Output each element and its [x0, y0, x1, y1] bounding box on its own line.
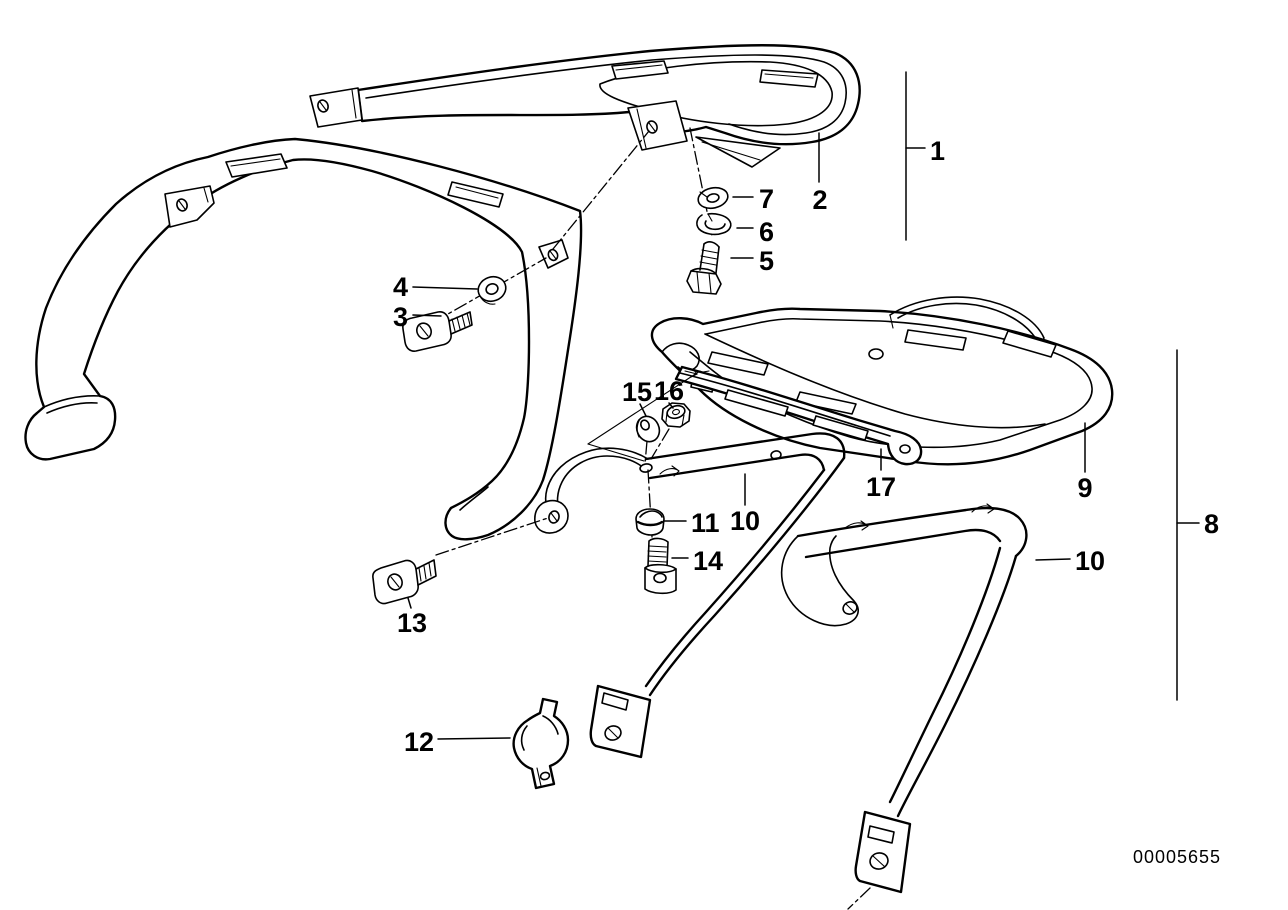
screw-5 [686, 241, 722, 295]
rack-hole [868, 348, 884, 360]
washer-4 [477, 275, 507, 305]
rack-slot [1002, 330, 1057, 358]
trim-rail-slot [759, 69, 819, 88]
trim-rail-bracket [627, 100, 688, 151]
rack-slot [707, 351, 769, 376]
callout-14: 14 [693, 546, 723, 576]
callout-12: 12 [404, 727, 434, 757]
support-bracket-left [534, 432, 846, 759]
callout-10-left: 10 [730, 506, 760, 536]
callout-16: 16 [654, 376, 684, 406]
trim-rail-slot [611, 60, 669, 80]
callout-17: 17 [866, 472, 896, 502]
callout-3: 3 [393, 302, 408, 332]
bracket-clamp-tab [534, 499, 569, 534]
trim-rail-dart [695, 136, 781, 168]
callout-9: 9 [1077, 473, 1092, 503]
washer-7 [697, 186, 729, 210]
bracket-flange [780, 535, 859, 627]
plate-slot [724, 389, 789, 417]
grab-rail [24, 137, 583, 541]
callout-labels: 1 2 3 4 5 6 7 8 9 10 10 11 12 13 14 15 1… [393, 136, 1219, 757]
top-trim-rail [309, 44, 861, 168]
callout-13: 13 [397, 608, 427, 638]
spacer-11 [635, 508, 665, 536]
callout-4: 4 [393, 272, 408, 302]
nut-16 [661, 402, 691, 428]
mounting-plate [674, 365, 923, 466]
callout-5: 5 [759, 246, 774, 276]
set-reference-line-1 [905, 71, 926, 241]
grab-rail-slot [225, 153, 288, 178]
washer-15 [635, 415, 661, 443]
callout-6: 6 [759, 217, 774, 247]
screw-13 [372, 559, 437, 605]
callout-2: 2 [812, 185, 827, 215]
grab-rail-upper-bolt-hole [538, 239, 569, 269]
callout-1: 1 [930, 136, 945, 166]
screw-3 [402, 311, 473, 352]
grab-rail-mount-tab [164, 185, 215, 228]
assembly-axis-lines [433, 127, 871, 910]
rack-slot [795, 391, 857, 415]
bracket-foot [854, 810, 912, 894]
image-number: 00005655 [1133, 847, 1221, 867]
bracket-foot [589, 684, 652, 759]
luggage-rack [650, 296, 1114, 466]
trim-rail-mount-tab [309, 87, 363, 128]
callout-10-right: 10 [1075, 546, 1105, 576]
support-bracket-right [780, 503, 1028, 894]
grab-rail-slot [447, 181, 504, 208]
callout-leader-lines [407, 132, 1086, 740]
screw-14 [644, 537, 677, 595]
set-reference-line-8 [1176, 349, 1200, 701]
callout-15: 15 [622, 377, 652, 407]
callout-7: 7 [759, 184, 774, 214]
rack-slot [904, 329, 967, 351]
callout-8: 8 [1204, 509, 1219, 539]
lock-washer-6 [696, 212, 732, 236]
callout-11: 11 [691, 508, 720, 538]
plate-slot [812, 415, 869, 441]
clamp [512, 697, 570, 790]
